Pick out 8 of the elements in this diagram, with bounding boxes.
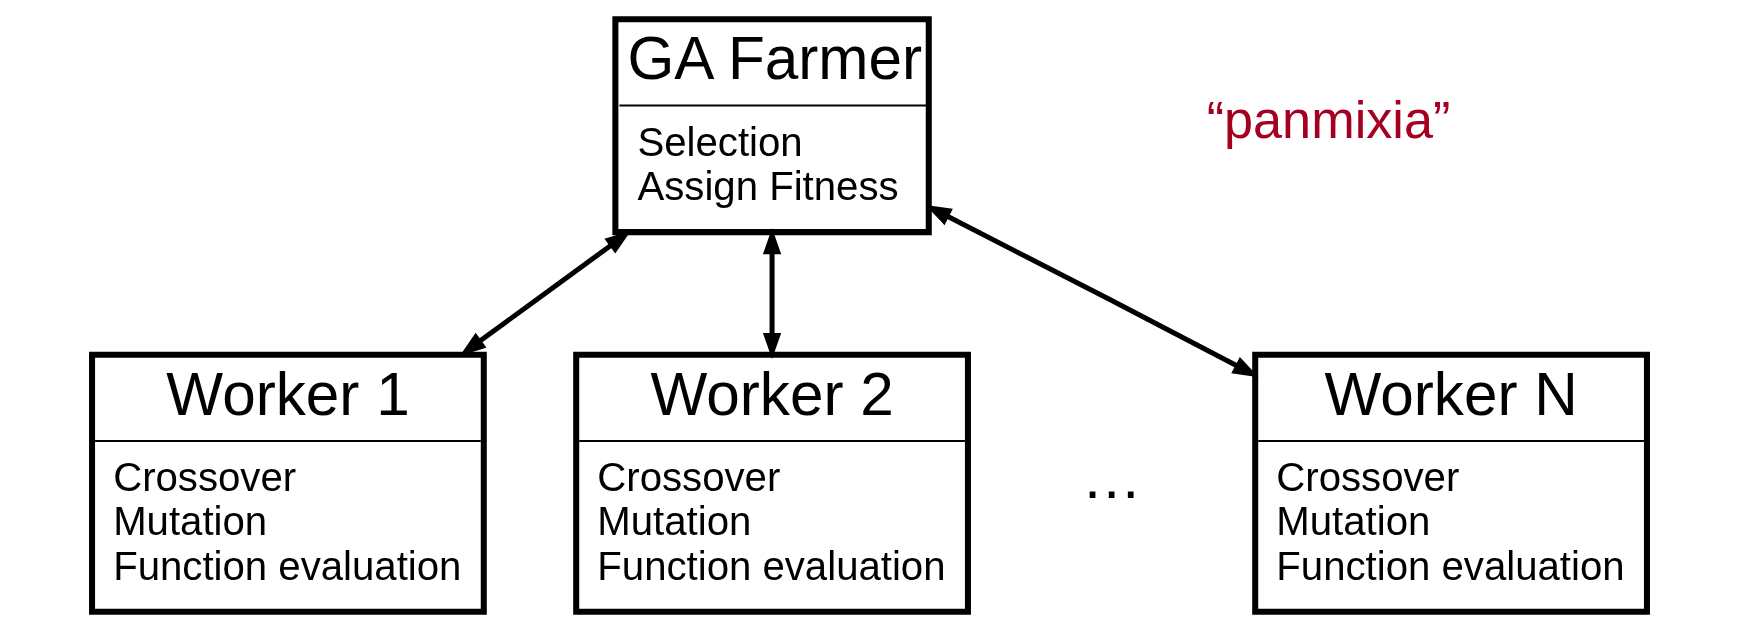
node-box: Worker 1 Crossover Mutation Function evaluation xyxy=(88,351,487,615)
node-box: Worker 2 Crossover Mutation Function evaluation xyxy=(572,351,971,615)
node-box: Worker N Crossover Mutation Function evaluation xyxy=(1251,351,1650,615)
label: “panmixia” xyxy=(1206,91,1450,150)
arrow xyxy=(762,228,781,360)
arrow xyxy=(924,205,1259,378)
label: … xyxy=(1080,443,1142,512)
node-box: GA Farmer Selection Assign Fitness xyxy=(611,16,932,236)
